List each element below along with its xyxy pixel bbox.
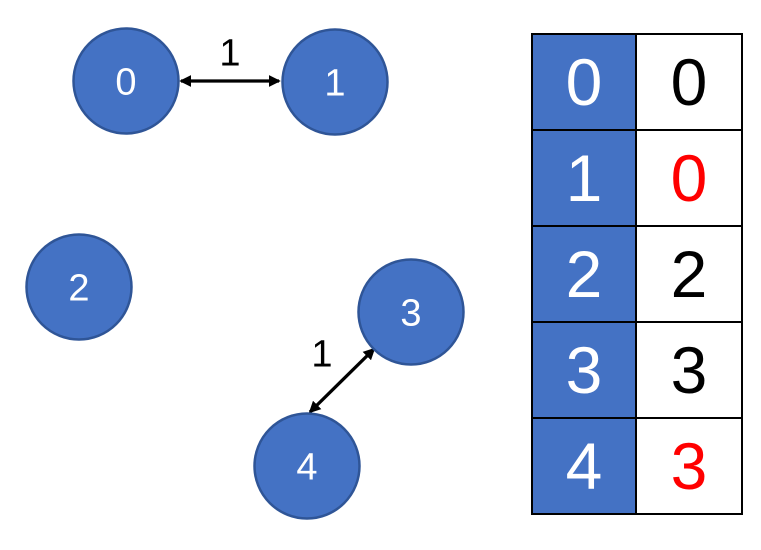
- distance-table: 0 0 1 0 2 2 3 3 4 3: [531, 33, 743, 515]
- table-cell-value-0: 0: [635, 33, 743, 131]
- node-label-2: 2: [68, 267, 89, 309]
- table-cell-value-2: 2: [635, 225, 743, 323]
- graph-node-3: 3: [357, 258, 465, 366]
- table-cell-value-3: 3: [635, 321, 743, 419]
- graph-node-0: 0: [72, 27, 180, 135]
- edge-line-3-4: [308, 347, 376, 414]
- node-label-1: 1: [324, 62, 345, 104]
- table-cell-node-3: 3: [531, 321, 637, 419]
- graph-node-4: 4: [253, 412, 361, 520]
- table-row: 3 3: [531, 321, 743, 419]
- edge-0-1: 1: [179, 32, 281, 87]
- node-label-4: 4: [296, 446, 317, 488]
- node-circle-0: [72, 27, 180, 135]
- distance-table-body: 0 0 1 0 2 2 3 3 4 3: [531, 33, 743, 515]
- edge-3-4: 1: [308, 333, 376, 414]
- table-cell-node-1: 1: [531, 129, 637, 227]
- node-circle-4: [253, 412, 361, 520]
- table-cell-node-4: 4: [531, 417, 637, 515]
- edge-weight-label-3-4: 1: [311, 333, 332, 375]
- table-cell-value-4: 3: [635, 417, 743, 515]
- edge-weight-label-0-1: 1: [219, 32, 240, 74]
- table-row: 4 3: [531, 417, 743, 515]
- node-circle-1: [281, 28, 389, 136]
- table-cell-node-2: 2: [531, 225, 637, 323]
- node-label-0: 0: [115, 61, 136, 103]
- table-cell-value-1: 0: [635, 129, 743, 227]
- node-circle-2: [25, 233, 133, 341]
- graph-node-2: 2: [25, 233, 133, 341]
- node-circle-3: [357, 258, 465, 366]
- table-row: 0 0: [531, 33, 743, 131]
- table-row: 2 2: [531, 225, 743, 323]
- node-label-3: 3: [400, 292, 421, 334]
- table-row: 1 0: [531, 129, 743, 227]
- table-cell-node-0: 0: [531, 33, 637, 131]
- graph-node-1: 1: [281, 28, 389, 136]
